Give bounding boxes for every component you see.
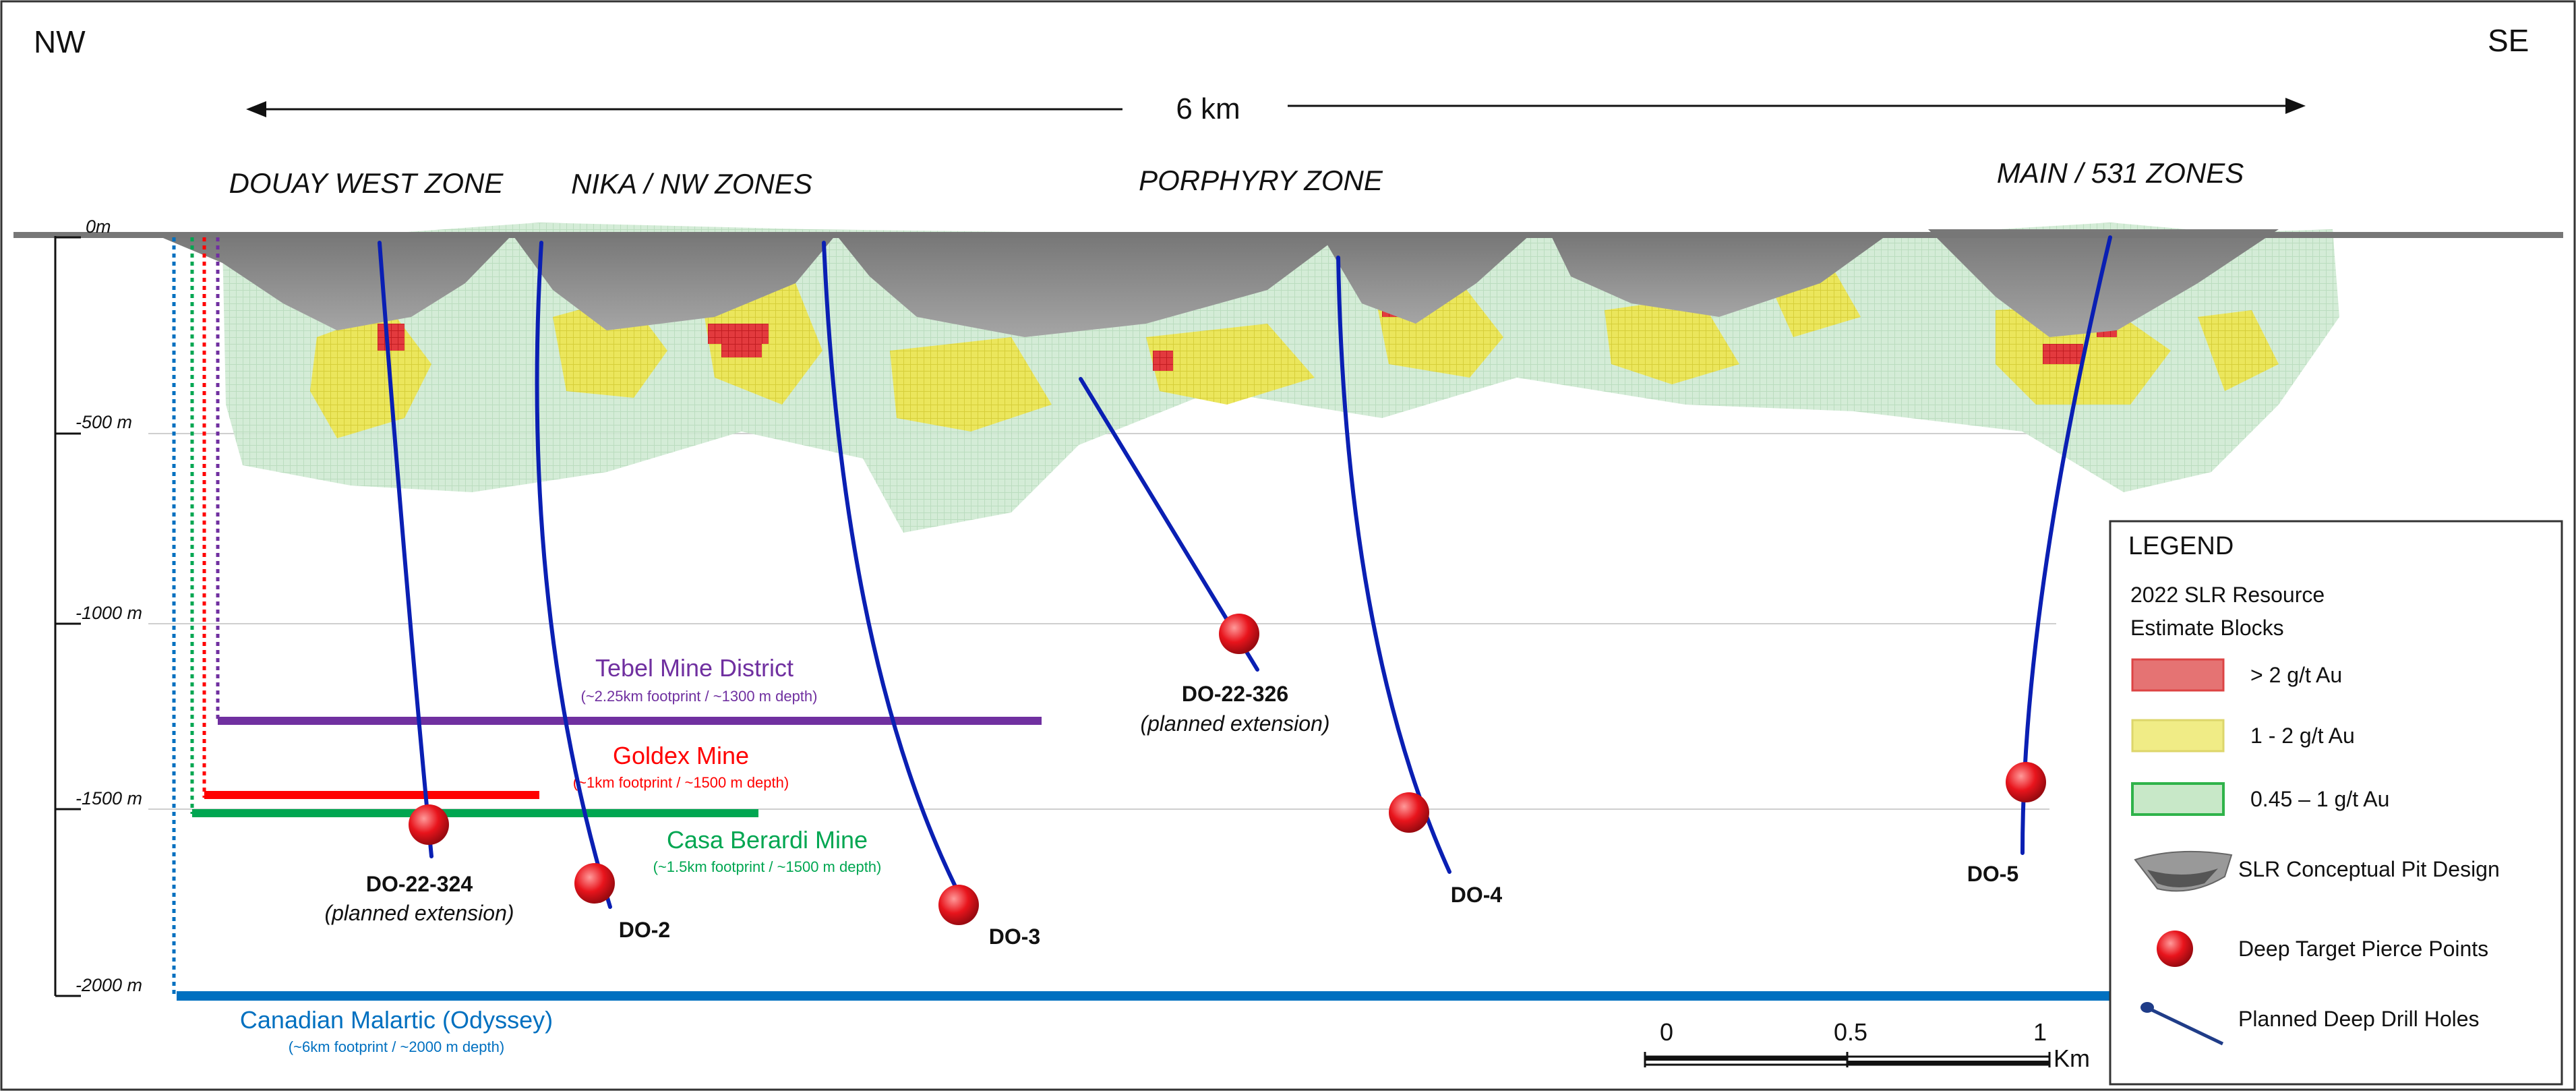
pierce-point-do-22-326 bbox=[1219, 614, 1259, 654]
scale-label-0: 0 bbox=[1660, 1018, 1673, 1046]
depth-label-1000: -1000 m bbox=[76, 603, 142, 623]
legend: LEGEND 2022 SLR Resource Estimate Blocks… bbox=[2109, 520, 2563, 1086]
pierce-point-do-2 bbox=[574, 863, 615, 904]
distance-arrow bbox=[246, 98, 2306, 117]
legend-label-high-grade: > 2 g/t Au bbox=[2250, 663, 2342, 687]
footprint-bar-canadian-malartic bbox=[177, 991, 2110, 1001]
footprint-note-goldex: (~1km footprint / ~1500 m depth) bbox=[573, 774, 789, 791]
footprint-name-tebel: Tebel Mine District bbox=[595, 654, 793, 682]
pierce-point-do-22-324 bbox=[409, 804, 449, 845]
footprint-name-casa-berardi: Casa Berardi Mine bbox=[667, 826, 868, 854]
footprint-note-casa-berardi: (~1.5km footprint / ~1500 m depth) bbox=[653, 858, 882, 875]
legend-label-mid-grade: 1 - 2 g/t Au bbox=[2250, 724, 2355, 748]
depth-label-0: 0m bbox=[86, 216, 111, 237]
zone-porphyry: PORPHYRY ZONE bbox=[1139, 165, 1383, 196]
pierce-point-icon bbox=[2157, 931, 2193, 967]
drill-hole-do-22-324 bbox=[378, 241, 433, 858]
pierce-points bbox=[409, 614, 2046, 925]
surface-line bbox=[13, 232, 2563, 238]
scale-bar bbox=[1644, 1052, 2051, 1067]
footprint-bar-casa-berardi bbox=[192, 809, 758, 817]
zone-main-531: MAIN / 531 ZONES bbox=[1997, 157, 2244, 189]
scale-unit: Km bbox=[2054, 1044, 2090, 1072]
footprint-bar-tebel bbox=[218, 717, 1042, 725]
pierce-point-do-5 bbox=[2006, 762, 2046, 802]
pit-icon bbox=[2134, 850, 2233, 892]
drill-label-do-22-324: DO-22-324 bbox=[366, 872, 473, 896]
drill-label-do-5: DO-5 bbox=[1967, 862, 2018, 886]
legend-label-pierce: Deep Target Pierce Points bbox=[2238, 937, 2488, 961]
depth-markers bbox=[172, 237, 220, 996]
legend-swatch-low-grade bbox=[2131, 782, 2225, 816]
depth-label-500: -500 m bbox=[76, 412, 132, 432]
drill-label-do-4: DO-4 bbox=[1451, 883, 1503, 907]
footprint-note-canadian-malartic: (~6km footprint / ~2000 m depth) bbox=[289, 1038, 504, 1055]
drill-label-do-22-326: DO-22-326 bbox=[1182, 682, 1288, 706]
pierce-point-do-4 bbox=[1389, 792, 1429, 833]
footprint-bar-goldex bbox=[204, 791, 539, 799]
compass-nw: NW bbox=[34, 24, 86, 59]
legend-label-drill: Planned Deep Drill Holes bbox=[2238, 1007, 2480, 1031]
zone-nika-nw: NIKA / NW ZONES bbox=[571, 168, 812, 200]
drill-hole-do-3 bbox=[822, 241, 969, 912]
footprint-name-canadian-malartic: Canadian Malartic (Odyssey) bbox=[240, 1006, 553, 1034]
drill-label-do-2: DO-2 bbox=[619, 918, 670, 942]
legend-label-low-grade: 0.45 – 1 g/t Au bbox=[2250, 787, 2389, 811]
scale-label-1: 1 bbox=[2033, 1018, 2047, 1046]
legend-swatch-mid-grade bbox=[2131, 719, 2225, 753]
compass-se: SE bbox=[2488, 23, 2529, 58]
footprint-note-tebel: (~2.25km footprint / ~1300 m depth) bbox=[581, 688, 818, 705]
legend-title: LEGEND bbox=[2128, 532, 2234, 560]
depth-label-1500: -1500 m bbox=[76, 788, 142, 808]
depth-label-2000: -2000 m bbox=[76, 975, 142, 995]
drill-holes bbox=[378, 235, 2112, 912]
distance-label: 6 km bbox=[1176, 92, 1240, 125]
zone-douay-west: DOUAY WEST ZONE bbox=[229, 167, 504, 199]
legend-section-line-2: Estimate Blocks bbox=[2130, 616, 2284, 640]
conceptual-pits bbox=[155, 229, 2279, 337]
legend-swatch-high-grade bbox=[2131, 658, 2225, 692]
drill-note-do-22-324: (planned extension) bbox=[324, 901, 514, 925]
pierce-point-do-3 bbox=[938, 885, 979, 925]
drill-note-do-22-326: (planned extension) bbox=[1140, 711, 1329, 736]
drill-hole-do-2 bbox=[535, 241, 612, 909]
footprint-name-goldex: Goldex Mine bbox=[613, 742, 749, 769]
scale-label-0-5: 0.5 bbox=[1834, 1018, 1867, 1046]
depth-axis bbox=[54, 236, 81, 997]
legend-label-pit: SLR Conceptual Pit Design bbox=[2238, 857, 2500, 881]
legend-section-line-1: 2022 SLR Resource bbox=[2130, 583, 2325, 607]
drill-hole-icon bbox=[2140, 1002, 2224, 1046]
drill-label-do-3: DO-3 bbox=[989, 924, 1040, 949]
